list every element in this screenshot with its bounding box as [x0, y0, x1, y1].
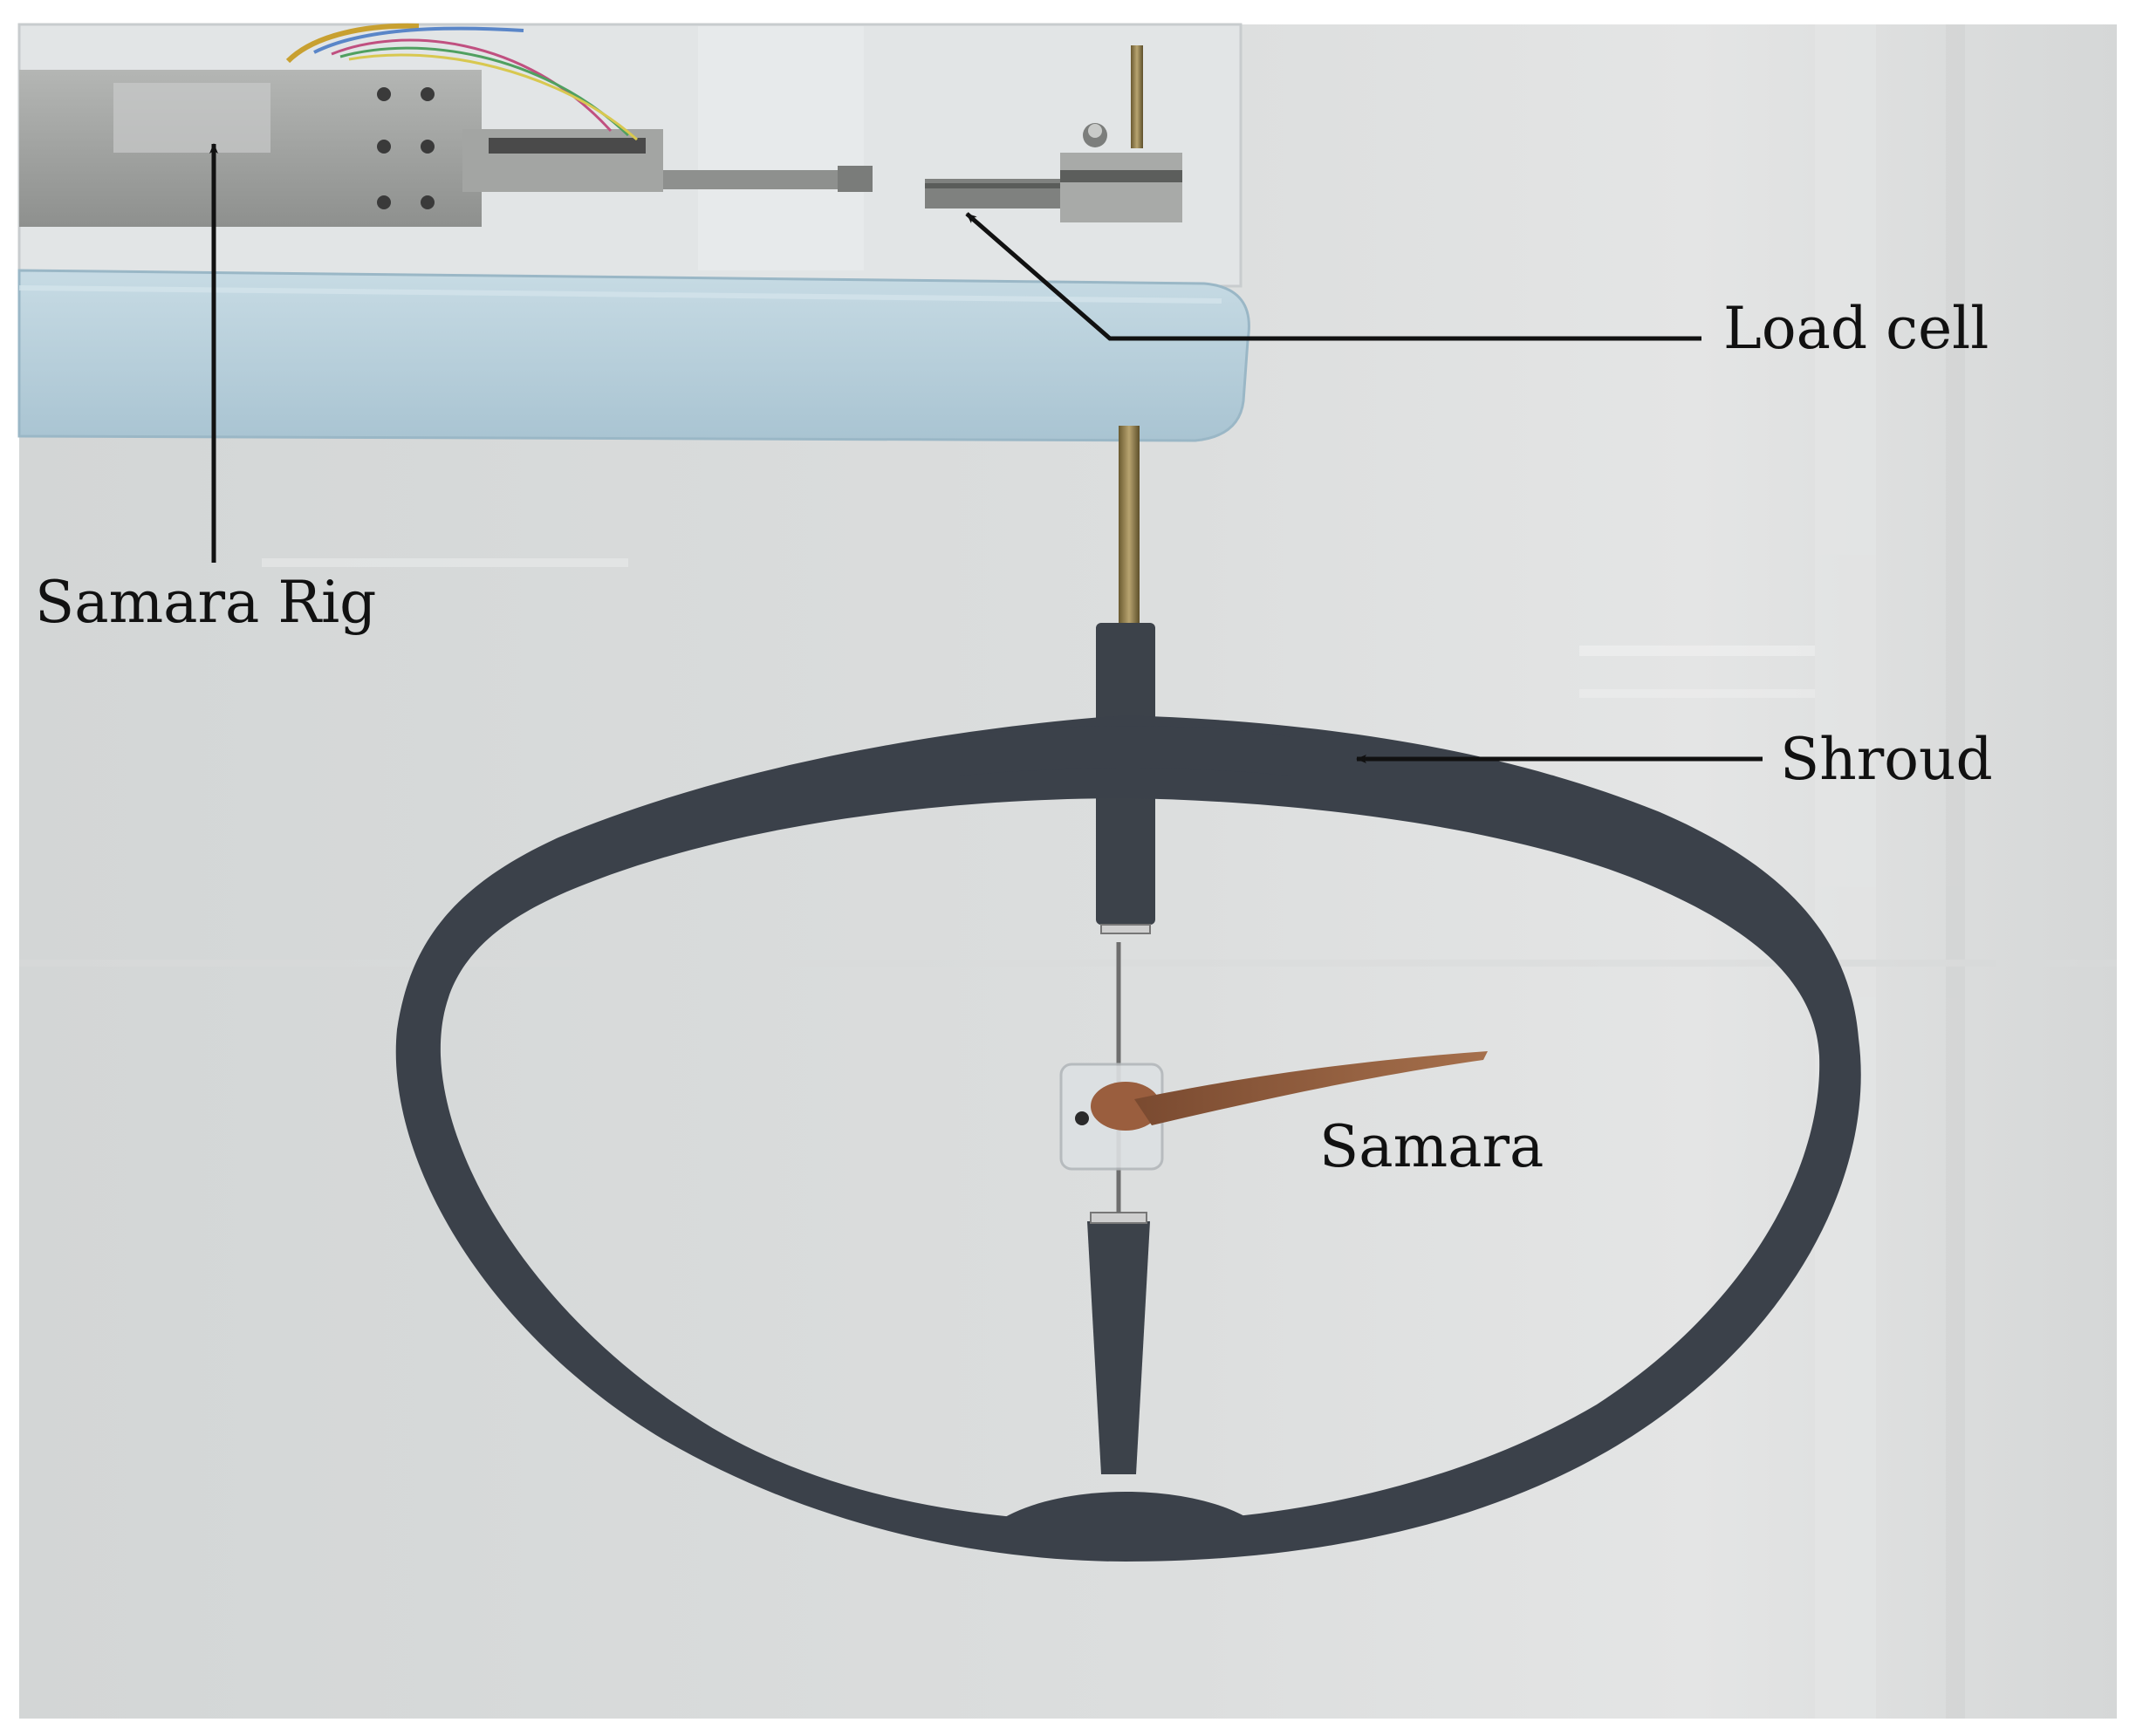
samara-label: Samara: [1319, 1113, 1544, 1180]
load-cell-arrow: [965, 212, 1701, 341]
samara-specimen: [1059, 1051, 1488, 1171]
foam-block: [17, 269, 1250, 442]
acrylic-wall: [698, 26, 864, 270]
samara-rig: [19, 23, 873, 227]
load-cell-label: Load cell: [1723, 295, 1989, 362]
lower-hub: [1087, 1221, 1150, 1474]
shroud-label: Shroud: [1780, 726, 1993, 793]
load-cell: [925, 45, 1182, 222]
shroud-ring: [395, 715, 1861, 1562]
samara-rig-label: Samara Rig: [35, 569, 377, 636]
annotation-arrows: [209, 143, 1763, 763]
brass-rod: [1119, 426, 1140, 628]
background-reflections: [19, 24, 2117, 1719]
